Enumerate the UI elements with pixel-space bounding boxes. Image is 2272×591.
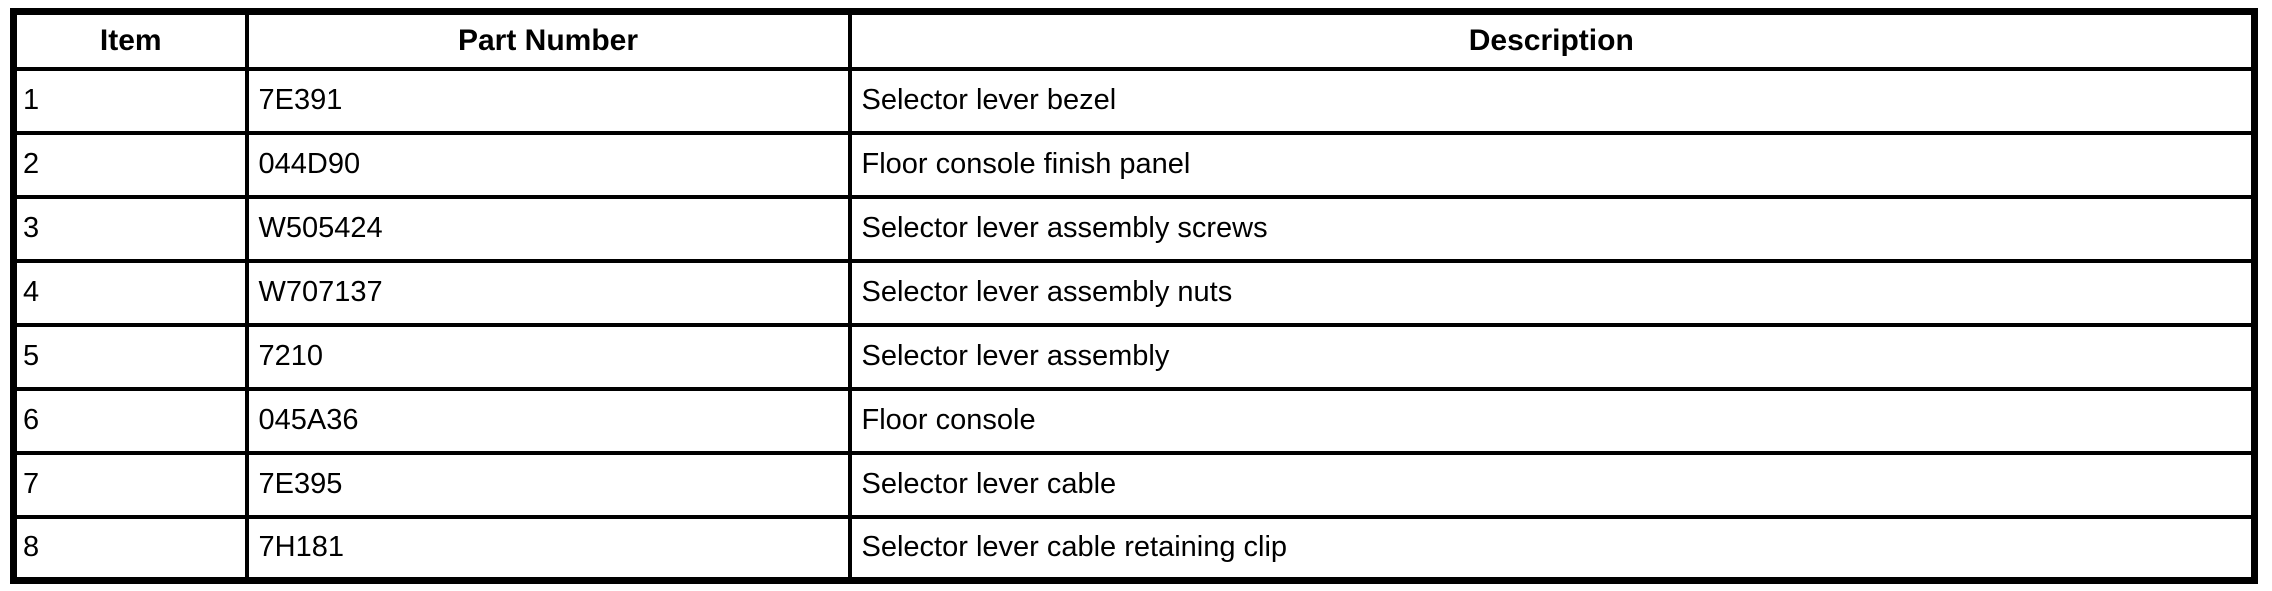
table-row: 2 044D90 Floor console finish panel xyxy=(11,130,2257,199)
parts-table: Item Part Number Description 1 7E391 Sel… xyxy=(10,8,2258,584)
description-cell: Selector lever assembly xyxy=(847,322,2257,391)
parts-table-header: Item Part Number Description xyxy=(11,9,2257,71)
item-cell: 1 xyxy=(11,66,249,135)
description-cell: Floor console finish panel xyxy=(847,130,2257,199)
item-cell: 7 xyxy=(11,450,249,519)
table-row: 8 7H181 Selector lever cable retaining c… xyxy=(11,514,2257,583)
item-cell: 8 xyxy=(11,514,249,583)
column-header-item: Item xyxy=(11,9,249,71)
table-row: 5 7210 Selector lever assembly xyxy=(11,322,2257,391)
description-cell: Selector lever assembly nuts xyxy=(847,258,2257,327)
item-cell: 5 xyxy=(11,322,249,391)
item-cell: 3 xyxy=(11,194,249,263)
table-row: 1 7E391 Selector lever bezel xyxy=(11,66,2257,135)
part-number-cell: W505424 xyxy=(244,194,852,263)
description-cell: Selector lever cable xyxy=(847,450,2257,519)
table-row: 3 W505424 Selector lever assembly screws xyxy=(11,194,2257,263)
description-cell: Selector lever bezel xyxy=(847,66,2257,135)
part-number-cell: 7E391 xyxy=(244,66,852,135)
table-row: 6 045A36 Floor console xyxy=(11,386,2257,455)
item-cell: 2 xyxy=(11,130,249,199)
description-cell: Selector lever assembly screws xyxy=(847,194,2257,263)
table-row: 7 7E395 Selector lever cable xyxy=(11,450,2257,519)
column-header-description: Description xyxy=(847,9,2257,71)
description-cell: Selector lever cable retaining clip xyxy=(847,514,2257,583)
part-number-cell: 045A36 xyxy=(244,386,852,455)
parts-table-body: 1 7E391 Selector lever bezel 2 044D90 Fl… xyxy=(11,66,2257,583)
part-number-cell: 044D90 xyxy=(244,130,852,199)
part-number-cell: 7E395 xyxy=(244,450,852,519)
item-cell: 6 xyxy=(11,386,249,455)
description-cell: Floor console xyxy=(847,386,2257,455)
part-number-cell: W707137 xyxy=(244,258,852,327)
table-row: 4 W707137 Selector lever assembly nuts xyxy=(11,258,2257,327)
column-header-part-number: Part Number xyxy=(244,9,852,71)
header-row: Item Part Number Description xyxy=(11,9,2257,71)
part-number-cell: 7H181 xyxy=(244,514,852,583)
part-number-cell: 7210 xyxy=(244,322,852,391)
item-cell: 4 xyxy=(11,258,249,327)
